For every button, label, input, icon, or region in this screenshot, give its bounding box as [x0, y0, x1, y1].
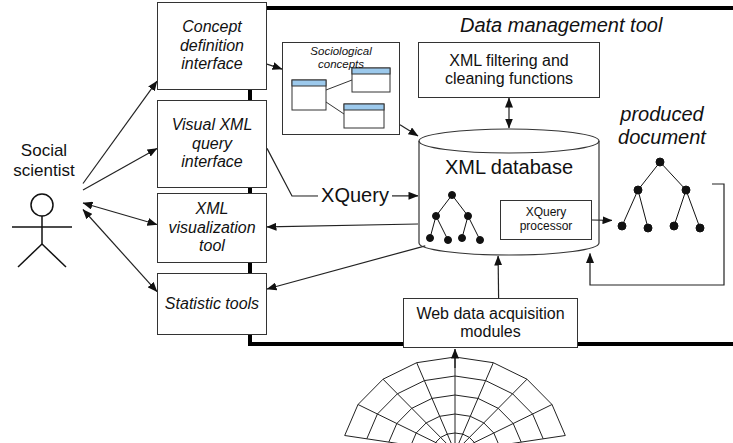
figure-leg	[18, 244, 42, 267]
connector	[590, 184, 724, 285]
web-strand	[455, 379, 527, 443]
connector	[400, 125, 418, 136]
edge-label: XQuery	[318, 184, 392, 207]
node-text: produced document	[616, 103, 708, 149]
function-box: XML filtering and cleaning functions	[418, 42, 600, 98]
schema-tables	[292, 68, 390, 128]
module-box: Web data acquisition modules	[403, 298, 578, 348]
database-tree	[427, 192, 484, 244]
connector	[592, 219, 612, 221]
interface-box: Statistic tools	[157, 273, 267, 335]
schema-link	[326, 102, 344, 114]
schema-link	[326, 80, 352, 90]
schema-table	[352, 68, 390, 92]
database-cylinder: XML databaseXQuery processor	[418, 128, 600, 256]
web-strand	[383, 379, 455, 443]
actor-figure: Social scientist	[5, 138, 83, 268]
interface-box: XML visualization tool	[157, 193, 267, 263]
node-text: XML filtering and cleaning functions	[423, 52, 595, 89]
node-text: XML database	[445, 156, 573, 179]
stick-figure	[12, 194, 72, 267]
connector	[83, 210, 157, 292]
interface-box: Concept definition interface	[157, 2, 267, 90]
connector	[508, 98, 509, 128]
figure-arms	[12, 226, 72, 228]
processor-box: XQuery processor	[500, 200, 592, 240]
figure-body	[41, 216, 43, 244]
schema-table	[292, 80, 326, 110]
concept-schema-box: Sociological concepts	[282, 42, 400, 135]
connector	[498, 256, 500, 298]
web-strand	[455, 357, 456, 443]
connector	[83, 148, 157, 190]
web-strand	[411, 414, 499, 443]
spider-web	[345, 357, 566, 443]
web-arrow	[454, 349, 455, 368]
web-strand	[433, 433, 477, 443]
interface-box: Visual XML query interface	[157, 100, 267, 188]
document-tree: produced document	[612, 100, 712, 240]
connector	[83, 81, 157, 183]
schema-table-header	[344, 104, 384, 110]
node-text: Social scientist	[9, 141, 79, 180]
schema-table	[344, 104, 384, 128]
node-text: Statistic tools	[165, 295, 259, 313]
tool-boundary: Data management toolSociological concept…	[248, 6, 733, 346]
node-text: Web data acquisition modules	[408, 305, 573, 342]
connector	[267, 246, 425, 289]
web-strand	[367, 376, 543, 439]
connector	[267, 64, 282, 69]
node-text: Visual XML query interface	[162, 116, 262, 171]
web-strand	[389, 395, 521, 442]
schema-table-header	[292, 80, 326, 86]
document-tree-drawing	[618, 158, 704, 232]
node-text: Concept definition interface	[162, 18, 262, 73]
figure-head	[31, 194, 53, 216]
node-text: XML visualization tool	[162, 200, 262, 255]
node-text: Data management tool	[460, 14, 662, 37]
web-strand	[345, 357, 566, 436]
connector	[267, 224, 418, 227]
node-text: XQuery processor	[505, 206, 587, 234]
node-text: Sociological concepts	[287, 45, 395, 71]
figure-leg	[42, 244, 66, 267]
